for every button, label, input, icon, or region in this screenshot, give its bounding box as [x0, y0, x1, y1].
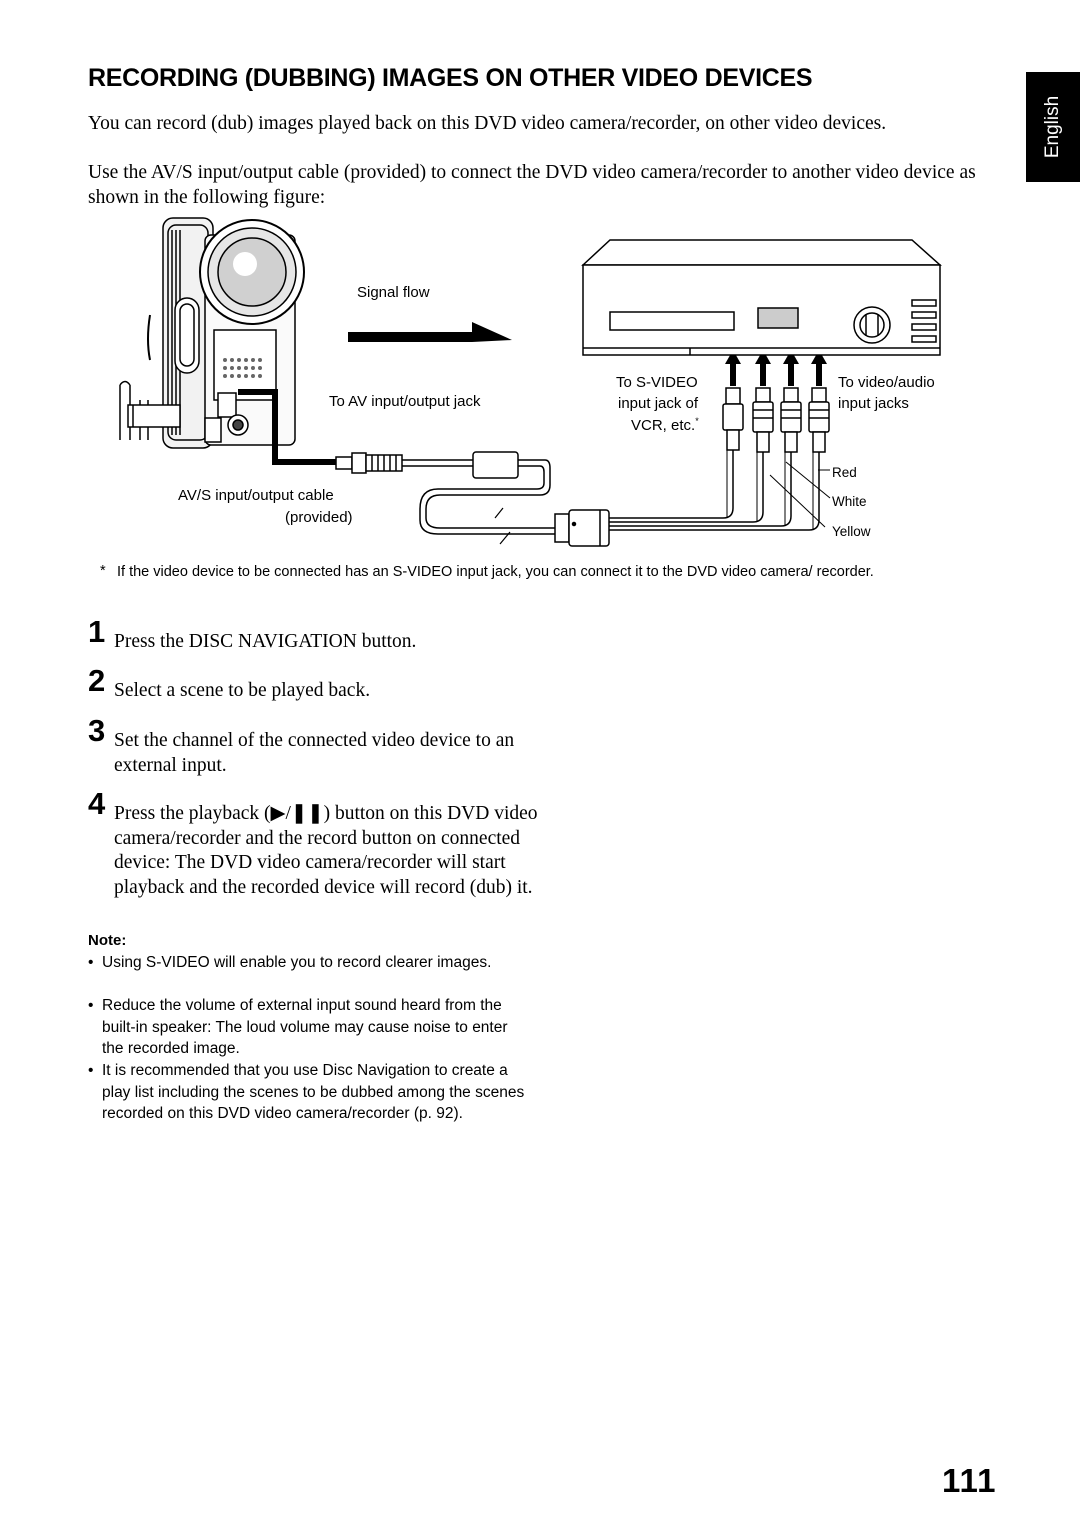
cable — [402, 451, 560, 545]
cable-label-line2: (provided) — [285, 509, 353, 526]
svideo-footnote-mark: * — [695, 416, 699, 426]
av-plug — [335, 452, 403, 474]
svideo-label-line1: To S-VIDEO — [616, 374, 698, 391]
step-text: Press the DISC NAVIGATION button. — [114, 631, 417, 652]
connection-diagram: Signal flow To AV input/output jack AV/S… — [0, 200, 1080, 560]
note-item-text: Reduce the volume of external input soun… — [102, 997, 508, 1057]
footnote-mark: * — [100, 563, 106, 579]
note-item-text: Using S-VIDEO will enable you to record … — [102, 954, 492, 971]
step-number: 3 — [88, 713, 106, 748]
step-text: Press the playback (▶/❚❚) button on this… — [114, 803, 538, 898]
av-input-label-line2: input jacks — [838, 395, 909, 412]
plug-yellow-label: Yellow — [832, 524, 871, 539]
step-number: 1 — [88, 614, 106, 649]
bullet-icon: • — [88, 1062, 94, 1079]
av-jack-label: To AV input/output jack — [329, 393, 481, 410]
plugs — [722, 387, 830, 453]
page-title: RECORDING (DUBBING) IMAGES ON OTHER VIDE… — [88, 64, 813, 92]
signal-flow-arrow — [348, 322, 512, 342]
plug-red-label: Red — [832, 465, 857, 480]
intro-paragraph-2: Use the AV/S input/output cable (provide… — [88, 162, 976, 208]
av-input-label-line1: To video/audio — [838, 374, 935, 391]
step-text: Set the channel of the connected video d… — [114, 730, 515, 776]
language-tab: English — [1026, 72, 1080, 182]
input-arrows — [725, 350, 827, 386]
step-number: 2 — [88, 663, 106, 698]
svideo-label-text: VCR, etc. — [631, 417, 696, 434]
note-heading: Note: — [88, 932, 127, 949]
intro-paragraph-1: You can record (dub) images played back … — [88, 113, 887, 134]
vcr-illustration — [581, 239, 942, 356]
split-connector — [554, 509, 610, 547]
bullet-icon: • — [88, 997, 94, 1014]
bullet-icon: • — [88, 954, 94, 971]
plug-white-label: White — [832, 494, 867, 509]
cable-label-line1: AV/S input/output cable — [178, 487, 334, 504]
step-text: Select a scene to be played back. — [114, 680, 371, 701]
signal-flow-label: Signal flow — [357, 284, 430, 301]
footnote-text: If the video device to be connected has … — [117, 564, 874, 580]
svideo-label-line3: VCR, etc.* — [631, 416, 699, 434]
output-wires — [609, 450, 831, 531]
connection-diagram-drawing — [119, 217, 942, 547]
note-item-text: It is recommended that you use Disc Navi… — [102, 1062, 525, 1122]
svideo-label-line2: input jack of — [618, 395, 699, 412]
step-number: 4 — [88, 786, 106, 821]
language-tab-label: English — [1042, 95, 1063, 159]
page-number: 111 — [942, 1462, 997, 1499]
